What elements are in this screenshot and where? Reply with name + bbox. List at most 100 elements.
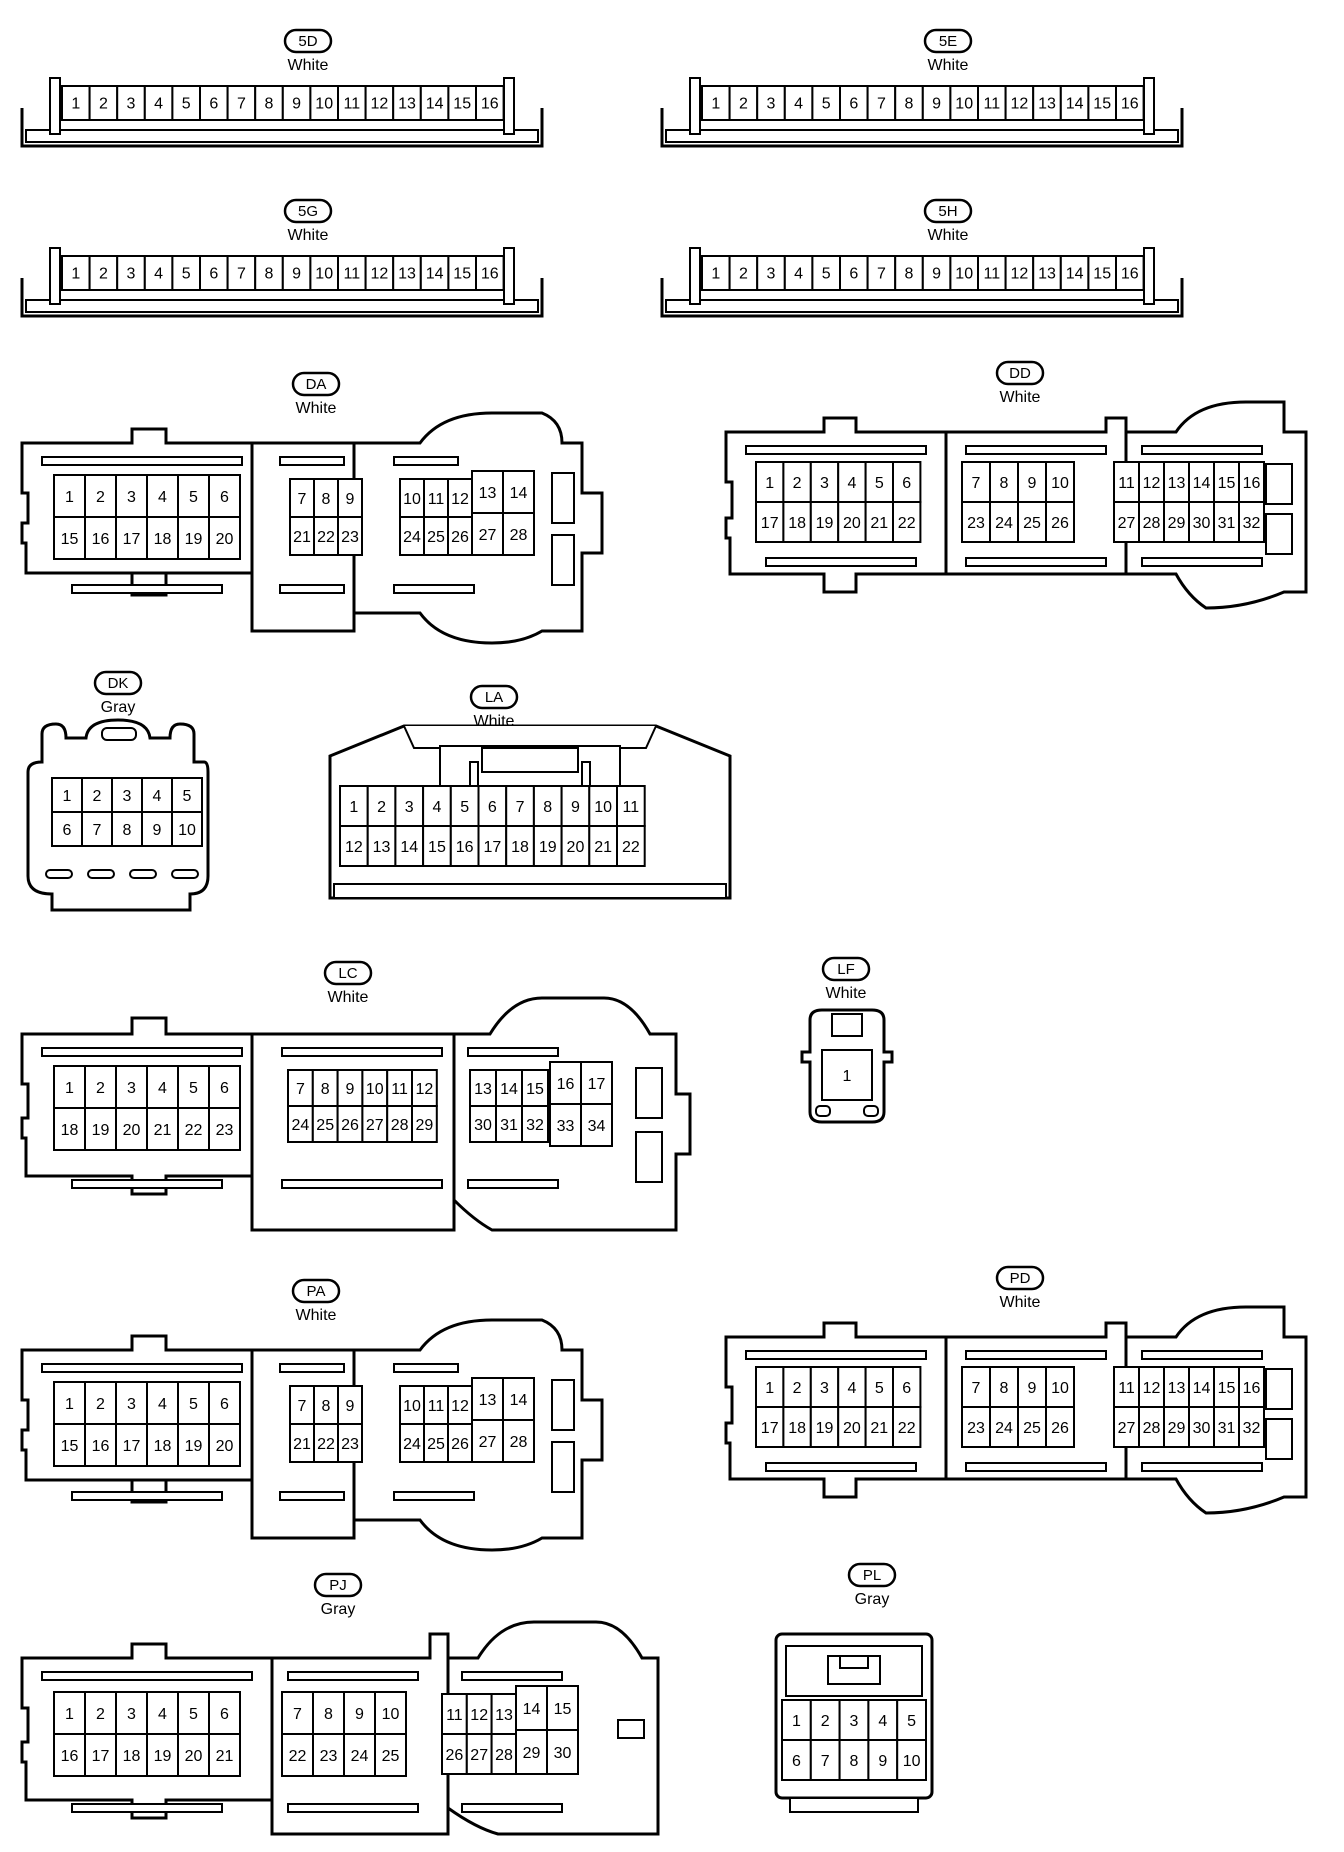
pin-label: 28 bbox=[1143, 515, 1161, 532]
pin-cell bbox=[287, 1105, 314, 1143]
pin-label: 4 bbox=[158, 1080, 167, 1097]
pin-label: 14 bbox=[500, 1081, 518, 1098]
pin-cell bbox=[1238, 1406, 1265, 1448]
pin-label: 9 bbox=[346, 491, 355, 508]
pin-label: 29 bbox=[416, 1117, 434, 1134]
pin-cell bbox=[809, 1366, 840, 1408]
pin-cell bbox=[392, 255, 422, 291]
connector-code-badge bbox=[291, 371, 341, 397]
pin-cell bbox=[864, 1366, 894, 1408]
pin-cell bbox=[177, 516, 210, 560]
pin-cell bbox=[422, 825, 452, 867]
pin-label: 16 bbox=[557, 1076, 575, 1093]
pin-label: 3 bbox=[127, 1706, 136, 1723]
pin-cell bbox=[1115, 85, 1145, 121]
pin-cell bbox=[422, 785, 452, 827]
pin-label: 25 bbox=[427, 529, 445, 546]
pin-label: 3 bbox=[127, 489, 136, 506]
pin-cell bbox=[1113, 461, 1140, 503]
pin-label: 19 bbox=[185, 531, 203, 548]
pin-cell bbox=[502, 512, 535, 556]
pin-cell bbox=[546, 1729, 579, 1775]
pin-cell bbox=[208, 516, 241, 560]
pin-cell bbox=[146, 1733, 179, 1777]
connector-code: LA bbox=[485, 689, 503, 706]
connector-code: LC bbox=[338, 965, 357, 982]
pin-cell bbox=[53, 1733, 86, 1777]
pin-label: 1 bbox=[65, 489, 74, 506]
pin-label: 18 bbox=[788, 1420, 806, 1437]
pin-cell bbox=[254, 255, 284, 291]
pin-label: 17 bbox=[483, 839, 501, 856]
pin-label: 28 bbox=[391, 1117, 409, 1134]
pin-cell bbox=[1087, 85, 1118, 121]
pin-cell bbox=[309, 85, 339, 121]
pin-cell bbox=[289, 1423, 315, 1463]
pin-cell bbox=[580, 1103, 613, 1147]
pin-label: 16 bbox=[1243, 475, 1261, 492]
pin-label: 7 bbox=[877, 265, 886, 282]
pin-label: 15 bbox=[1218, 1380, 1236, 1397]
pin-cell bbox=[477, 785, 508, 827]
pin-label: 6 bbox=[902, 1380, 911, 1397]
pin-cell bbox=[892, 1366, 922, 1408]
pin-label: 10 bbox=[955, 95, 973, 112]
pin-cell bbox=[1017, 501, 1047, 543]
pin-cell bbox=[115, 1107, 148, 1151]
pin-label: 4 bbox=[878, 1713, 887, 1730]
pin-label: 1 bbox=[843, 1068, 852, 1085]
connector-color: White bbox=[288, 227, 329, 244]
pin-cell bbox=[546, 1685, 579, 1731]
pin-cell bbox=[143, 255, 174, 291]
pin-label: 1 bbox=[71, 265, 80, 282]
pin-label: 24 bbox=[403, 1436, 421, 1453]
connector-code: DA bbox=[306, 376, 327, 393]
pin-label: 15 bbox=[428, 839, 446, 856]
pin-cell bbox=[1032, 85, 1062, 121]
pin-cell bbox=[892, 1406, 922, 1448]
pin-cell bbox=[84, 1381, 117, 1425]
pin-label: 23 bbox=[320, 1748, 338, 1765]
pin-label: 24 bbox=[995, 1420, 1013, 1437]
pin-cell bbox=[208, 474, 241, 518]
pin-label: 8 bbox=[324, 1706, 333, 1723]
connector-code-badge bbox=[995, 1265, 1045, 1291]
pin-label: 11 bbox=[343, 265, 360, 282]
pin-label: 1 bbox=[65, 1706, 74, 1723]
pin-label: 10 bbox=[366, 1081, 384, 1098]
pin-cell bbox=[521, 1105, 549, 1143]
pin-cell bbox=[53, 1423, 86, 1467]
pin-cell bbox=[311, 1105, 339, 1143]
pin-cell bbox=[471, 512, 504, 556]
pin-label: 12 bbox=[470, 1707, 488, 1724]
pin-cell bbox=[502, 1377, 535, 1421]
pin-cell bbox=[782, 501, 812, 543]
pin-cell bbox=[549, 1103, 582, 1147]
pin-cell bbox=[441, 1693, 468, 1735]
pin-label: 10 bbox=[403, 1398, 421, 1415]
pin-cell bbox=[1163, 1406, 1190, 1448]
pin-label: 9 bbox=[355, 1706, 364, 1723]
pin-cell bbox=[51, 811, 83, 847]
pin-cell bbox=[838, 1739, 870, 1781]
pin-cell bbox=[1017, 1406, 1047, 1448]
pin-label: 18 bbox=[123, 1748, 141, 1765]
pin-label: 16 bbox=[92, 531, 110, 548]
connector-color: White bbox=[826, 985, 867, 1002]
pin-cell bbox=[921, 85, 952, 121]
pin-cell bbox=[811, 85, 842, 121]
pin-label: 31 bbox=[1218, 1420, 1236, 1437]
pin-label: 5 bbox=[875, 1380, 884, 1397]
